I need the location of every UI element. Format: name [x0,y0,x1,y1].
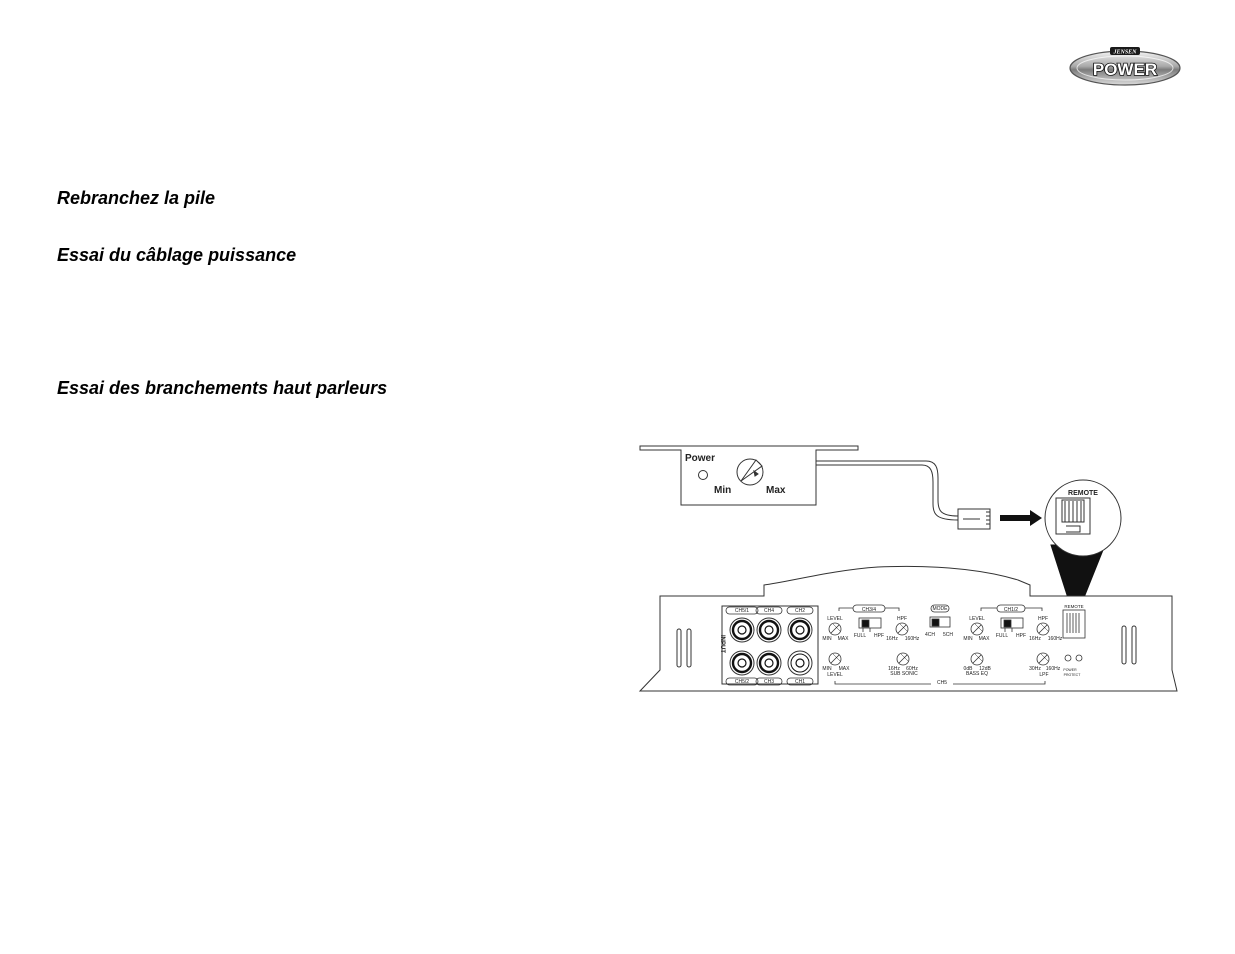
input-label: INPUT [719,635,725,653]
ch12-16hz-label: 16Hz [1029,636,1041,642]
rca-jack-icon [756,650,782,676]
power-led-icon [698,470,708,480]
adjust-knob-icon [828,652,842,666]
amp-remote-port [1062,609,1086,639]
remote-cable [816,460,959,521]
remote-port-small-label: REMOTE [1064,604,1083,609]
ch34-hpf-switch-label: HPF [874,633,884,639]
amp-control-knobs [828,622,1050,666]
protect-led-label: PROTECT [1064,673,1082,677]
ch12-160hz-label: 160Hz [1048,636,1063,642]
power-led-label: POWER [1063,668,1077,672]
rca-jack-icon [729,617,755,643]
ch34-min-label: MIN [822,636,832,642]
adjust-knob-icon [970,652,984,666]
ch12-full-label: FULL [996,633,1008,639]
jack-label-ch3: CH3 [764,679,774,685]
ch34-16hz-label: 16Hz [886,636,898,642]
logo-brand-small: JENSEN [1112,50,1137,56]
ch12-level-label: LEVEL [969,616,985,622]
amplifier-remote-diagram: Power Min Max REMOTE [638,445,1178,692]
mode-switch [929,616,951,628]
remote-level-control: Power Min Max [639,445,859,506]
ch34-max-label: MAX [838,636,850,642]
ch12-hpf-switch-label: HPF [1016,633,1026,639]
mode-5ch-label: 5CH [943,632,953,638]
ch12-min-label: MIN [963,636,973,642]
adjust-knob-icon [1036,622,1050,636]
rca-jack-icon [729,650,755,676]
ch5-bracket [834,681,1046,685]
ch5-level-label: LEVEL [827,672,843,678]
ch34-crossover-switch [858,617,882,632]
ch12-label: CH1/2 [1004,607,1018,613]
ch12-hpf-label: HPF [1038,616,1048,622]
lpf-30hz-label: 30Hz [1029,666,1041,672]
jack-label-ch5-1: CH5/1 [735,608,749,614]
rj-plug-connector [957,508,991,530]
mode-badge [930,604,950,613]
adjust-knob-icon [895,622,909,636]
ch5-label: CH5 [937,680,947,686]
mode-4ch-label: 4CH [925,632,935,638]
protect-indicator-led [1075,654,1083,662]
sub-16hz-label: 16Hz [888,666,900,672]
ch34-160hz-label: 160Hz [905,636,920,642]
ch34-badge [852,604,886,613]
remote-max-label: Max [766,485,786,496]
sub-sonic-label: SUB SONIC [890,671,918,677]
adjust-knob-icon [1036,652,1050,666]
adjust-knob-icon [896,652,910,666]
jack-label-ch5-2: CH5/2 [735,679,749,685]
rca-jack-icon [787,650,813,676]
power-indicator-led [1064,654,1072,662]
ch34-level-label: LEVEL [827,616,843,622]
heading-power-wiring-test: Essai du câblage puissance [57,245,297,265]
remote-port-callout: REMOTE [1044,479,1122,622]
jensen-power-logo: JENSEN POWER [1069,47,1181,86]
adjust-knob-icon [828,622,842,636]
jack-label-ch4: CH4 [764,608,774,614]
ch34-bracket [838,607,900,611]
ch12-badge [996,604,1026,613]
adjust-knob-icon [970,622,984,636]
knob-icon [736,458,764,486]
ch34-label: CH3/4 [862,607,876,613]
eq-12db-label: 12dB [979,666,991,672]
ch34-full-label: FULL [854,633,866,639]
arrow-right-icon [1000,510,1042,526]
rca-jack-icon [787,617,813,643]
rca-jack-icon [756,617,782,643]
ch34-hpf-label: HPF [897,616,907,622]
heading-reconnect-battery: Rebranchez la pile [57,188,216,208]
rca-input-jacks [729,617,813,676]
jack-label-ch1: CH1 [795,679,805,685]
eq-0db-label: 0dB [964,666,974,672]
ch12-crossover-switch [1000,617,1024,632]
remote-min-label: Min [714,485,731,496]
lpf-160hz-label: 160Hz [1046,666,1061,672]
ch12-bracket [980,607,1043,611]
ch12-max-label: MAX [979,636,991,642]
mode-label: MODE [933,606,949,612]
bass-eq-label: BASS EQ [966,671,988,677]
lpf-label: LPF [1039,672,1048,678]
ch5-max-label: MAX [839,666,851,672]
remote-power-label: Power [685,453,715,464]
jack-label-ch2: CH2 [795,608,805,614]
sub-60hz-label: 60Hz [906,666,918,672]
ch5-min-label: MIN [822,666,832,672]
remote-port-label: REMOTE [1068,490,1098,497]
logo-brand-large: POWER [1093,60,1157,79]
heading-speaker-connection-test: Essai des branchements haut parleurs [57,378,388,398]
